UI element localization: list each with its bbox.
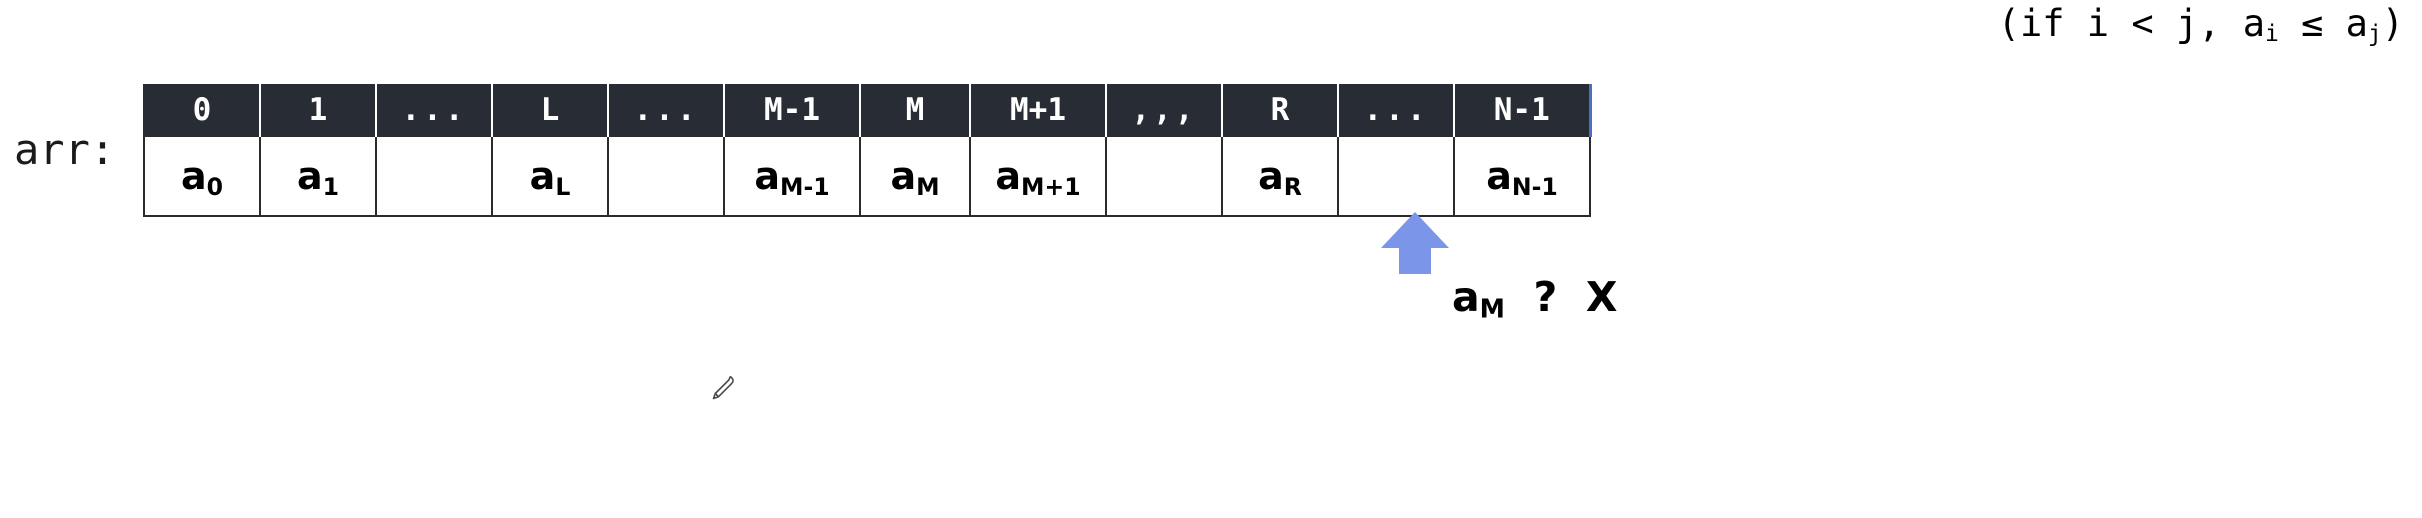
value-base-1: a	[296, 154, 323, 198]
sorted-note-subscript-j: j	[2367, 21, 2382, 48]
index-cell-1: 1	[259, 84, 377, 136]
index-cell-R: R	[1221, 84, 1339, 136]
index-cell-commas: ,,,	[1105, 84, 1223, 136]
comparison-operator: ?	[1533, 273, 1558, 321]
value-cell-0: a0	[143, 135, 261, 217]
value-cell-M: aM	[859, 135, 971, 217]
value-base-3: a	[529, 154, 556, 198]
sorted-note-subscript-i: i	[2264, 21, 2279, 48]
array-table: 0 1 ... L ... M-1 M M+1 ,,, R ... N-1 a0…	[143, 84, 1592, 217]
index-cell-L: L	[491, 84, 609, 136]
pen-body	[712, 375, 734, 400]
up-arrow-icon	[1381, 212, 1449, 274]
comparison-left-base: a	[1452, 273, 1480, 321]
value-sub-6: M	[916, 172, 940, 201]
index-cell-0: 0	[143, 84, 261, 136]
value-sub-0: 0	[206, 172, 224, 201]
value-base-7: a	[995, 154, 1022, 198]
index-cell-ellipsis-3: ...	[1337, 84, 1455, 136]
value-cell-ellipsis-3	[1337, 135, 1455, 217]
index-cell-m-minus-1: M-1	[723, 84, 861, 136]
value-sub-1: 1	[322, 172, 340, 201]
value-cell-1: a1	[259, 135, 377, 217]
index-cell-m-plus-1: M+1	[969, 84, 1107, 136]
value-base-6: a	[890, 154, 917, 198]
array-value-row: a0 a1 aL aM-1 aM aM+1 aR aN-1	[143, 135, 1591, 217]
value-cell-L: aL	[491, 135, 609, 217]
index-cell-ellipsis-2: ...	[607, 84, 725, 136]
value-sub-3: L	[555, 172, 571, 201]
value-sub-11: N-1	[1511, 172, 1558, 201]
value-sub-5: M-1	[780, 172, 830, 201]
value-base-5: a	[754, 154, 781, 198]
comparison-right: X	[1585, 273, 1618, 321]
array-label: arr:	[14, 125, 116, 174]
sorted-note-middle: ≤ a	[2278, 2, 2368, 45]
pen-cursor-icon	[712, 375, 734, 400]
index-cell-ellipsis-1: ...	[375, 84, 493, 136]
value-base-0: a	[180, 154, 207, 198]
array-index-row: 0 1 ... L ... M-1 M M+1 ,,, R ... N-1	[143, 84, 1592, 136]
value-base-9: a	[1258, 154, 1284, 198]
value-cell-commas	[1105, 135, 1223, 217]
value-cell-n-minus-1: aN-1	[1453, 135, 1591, 217]
sorted-note-prefix: (if i < j, a	[1997, 2, 2265, 45]
value-cell-ellipsis-2	[607, 135, 725, 217]
sorted-order-annotation: (if i < j, ai ≤ aj)	[1998, 2, 2404, 46]
pen-tip	[714, 392, 720, 398]
value-base-11: a	[1486, 154, 1512, 198]
sorted-note-suffix: )	[2381, 2, 2404, 45]
up-arrow-shape	[1381, 212, 1449, 274]
value-cell-ellipsis-1	[375, 135, 493, 217]
value-sub-7: M+1	[1021, 172, 1081, 201]
value-sub-9: R	[1283, 172, 1302, 201]
index-cell-M: M	[859, 84, 971, 136]
value-cell-R: aR	[1221, 135, 1339, 217]
value-cell-m-minus-1: aM-1	[723, 135, 861, 217]
comparison-left-subscript: M	[1479, 293, 1505, 324]
index-cell-n-minus-1: N-1	[1453, 84, 1592, 136]
value-cell-m-plus-1: aM+1	[969, 135, 1107, 217]
comparison-caption: aM ? X	[1452, 272, 1618, 322]
